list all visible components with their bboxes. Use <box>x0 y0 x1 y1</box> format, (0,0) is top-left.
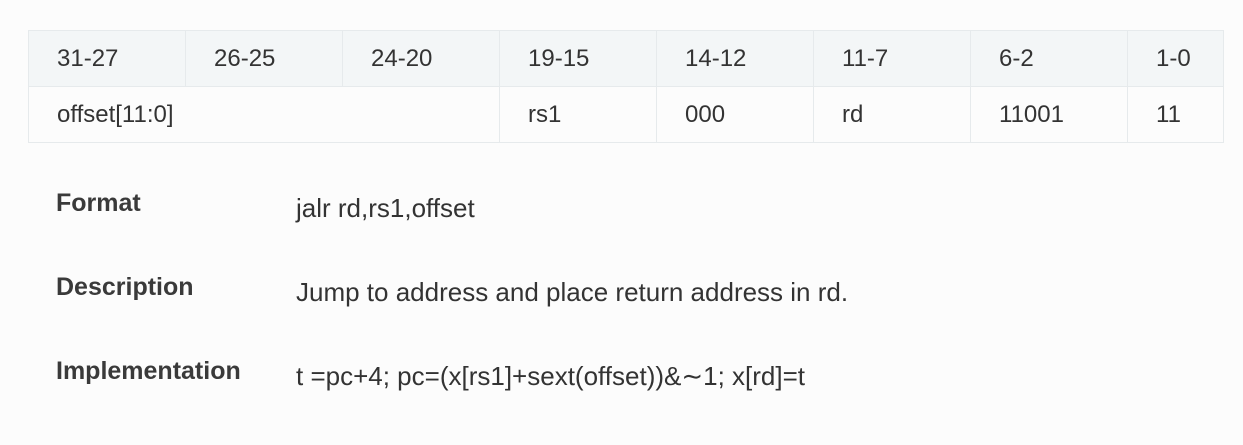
implementation-value: t =pc+4; pc=(x[rs1]+sext(offset))&∼1; x[… <box>296 361 806 391</box>
description-value: Jump to address and place return address… <box>296 277 849 307</box>
description-row: Description Jump to address and place re… <box>56 273 1206 313</box>
bit-range-cell: 11-7 <box>813 30 971 87</box>
field-value-row: offset[11:0] rs1 000 rd 11001 11 <box>28 86 1224 143</box>
implementation-row: Implementation t =pc+4; pc=(x[rs1]+sext(… <box>56 357 1206 397</box>
bit-range-cell: 19-15 <box>499 30 657 87</box>
field-rd-cell: rd <box>813 86 971 143</box>
field-funct3-cell: 000 <box>656 86 814 143</box>
bit-range-header-row: 31-27 26-25 24-20 19-15 14-12 11-7 6-2 1… <box>28 30 1224 87</box>
format-value: jalr rd,rs1,offset <box>296 193 475 223</box>
bit-range-cell: 14-12 <box>656 30 814 87</box>
bit-range-cell: 24-20 <box>342 30 500 87</box>
description-label: Description <box>56 273 194 301</box>
format-row: Format jalr rd,rs1,offset <box>56 189 1206 229</box>
format-label: Format <box>56 189 141 217</box>
field-offset-cell: offset[11:0] <box>28 86 500 143</box>
bit-range-cell: 31-27 <box>28 30 186 87</box>
field-rs1-cell: rs1 <box>499 86 657 143</box>
bit-range-cell: 6-2 <box>970 30 1128 87</box>
bit-range-cell: 26-25 <box>185 30 343 87</box>
field-opcode-cell: 11001 <box>970 86 1128 143</box>
bit-range-cell: 1-0 <box>1127 30 1224 87</box>
implementation-label: Implementation <box>56 357 241 385</box>
instruction-encoding-table: 31-27 26-25 24-20 19-15 14-12 11-7 6-2 1… <box>28 30 1224 143</box>
field-suffix-cell: 11 <box>1127 86 1224 143</box>
